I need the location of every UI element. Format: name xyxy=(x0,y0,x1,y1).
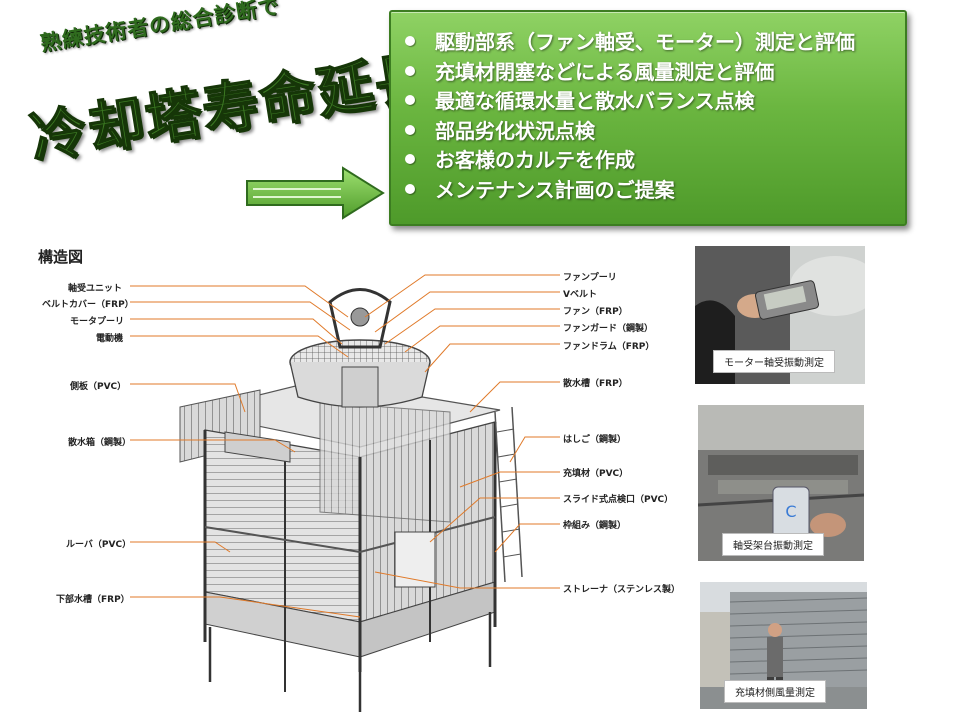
label-distribution-box: 散水箱（鋼製） xyxy=(68,438,132,448)
label-fan-pulley: ファンプーリ xyxy=(563,273,617,283)
service-item: 駆動部系（ファン軸受、モーター）測定と評価 xyxy=(405,28,905,58)
label-motor-pulley: モータプーリ xyxy=(70,317,125,327)
bullet-icon xyxy=(405,183,415,194)
label-fan-guard: ファンガード（鋼製） xyxy=(563,324,654,334)
service-item: 充填材閉塞などによる風量測定と評価 xyxy=(405,58,905,88)
label-hot-water-basin: 散水槽（FRP） xyxy=(563,379,628,389)
right-arrow-icon xyxy=(246,166,385,220)
label-belt-cover: ベルトカバー（FRP） xyxy=(42,300,134,310)
label-bearing-unit: 軸受ユニット xyxy=(68,284,123,294)
service-panel: 駆動部系（ファン軸受、モーター）測定と評価 充填材閉塞などによる風量測定と評価 … xyxy=(389,10,907,226)
label-lower-basin: 下部水槽（FRP） xyxy=(56,595,130,605)
label-louver: ルーバ（PVC） xyxy=(66,540,132,550)
bullet-icon xyxy=(405,154,415,164)
label-side-panel: 側板（PVC） xyxy=(70,382,127,392)
photo-caption: モーター軸受振動測定 xyxy=(713,350,835,373)
service-item: 最適な循環水量と散水バランス点検 xyxy=(405,87,905,117)
label-fan-drum: ファンドラム（FRP） xyxy=(563,342,655,352)
bullet-icon xyxy=(405,65,415,76)
diagram-title: 構造図 xyxy=(38,248,84,266)
label-frame: 枠組み（鋼製） xyxy=(563,521,627,531)
photo-motor-bearing: モーター軸受振動測定 xyxy=(695,246,865,384)
label-fan: ファン（FRP） xyxy=(563,307,628,317)
cooling-tower-diagram xyxy=(130,274,560,712)
label-ladder: はしご（鋼製） xyxy=(563,435,627,445)
photo-caption: 充填材側風量測定 xyxy=(724,680,826,703)
svg-text:C: C xyxy=(785,502,796,521)
label-motor: 電動機 xyxy=(96,334,124,344)
photo-fill-airflow-image xyxy=(700,582,867,709)
bullet-icon xyxy=(405,36,415,46)
service-item: お客様のカルテを作成 xyxy=(405,146,905,176)
subtitle: 熟練技術者の総合診断で xyxy=(38,0,282,56)
service-item: 部品劣化状況点検 xyxy=(405,117,905,147)
service-list: 駆動部系（ファン軸受、モーター）測定と評価 充填材閉塞などによる風量測定と評価 … xyxy=(391,12,905,205)
photo-caption: 軸受架台振動測定 xyxy=(722,533,824,556)
label-strainer: ストレーナ（ステンレス製） xyxy=(563,585,681,595)
label-fill: 充填材（PVC） xyxy=(563,469,629,479)
label-inspection-door: スライド式点検口（PVC） xyxy=(563,495,674,505)
bullet-icon xyxy=(405,95,415,105)
bullet-icon xyxy=(405,124,415,135)
label-v-belt: Vベルト xyxy=(563,290,597,300)
main-title: 冷却塔寿命延長 xyxy=(25,44,438,173)
photo-fill-airflow: 充填材側風量測定 xyxy=(700,582,867,709)
photo-bearing-mount: C 軸受架台振動測定 xyxy=(698,405,864,561)
service-item: メンテナンス計画のご提案 xyxy=(405,176,905,206)
